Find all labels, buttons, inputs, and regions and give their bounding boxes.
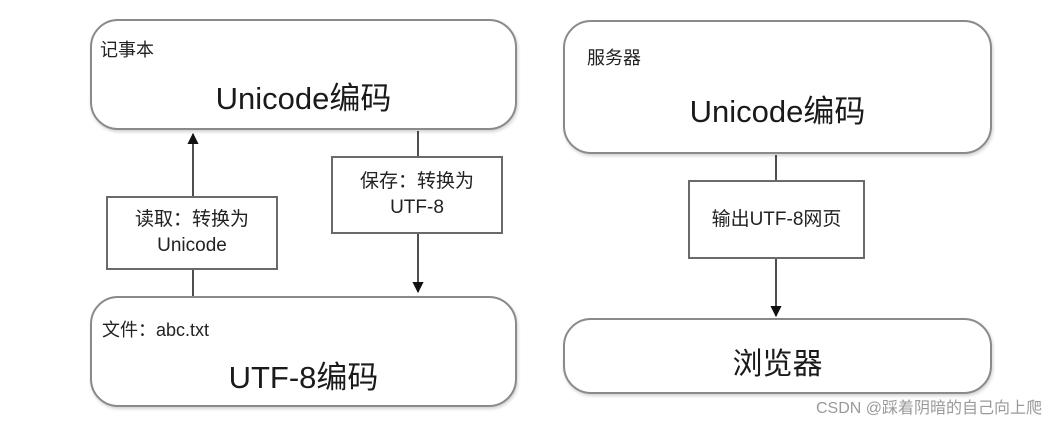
browser-title: 浏览器 (732, 348, 823, 381)
save-label-line1: 保存：转换为 (359, 171, 474, 192)
read-label-line2: Unicode (157, 235, 227, 256)
save-label-line2: UTF-8 (390, 197, 444, 218)
output-label: 输出UTF-8网页 (688, 180, 865, 259)
notepad-tag: 记事本 (100, 40, 154, 60)
server-encoding: Unicode编码 (689, 94, 866, 129)
server-tag: 服务器 (587, 48, 641, 68)
csdn-watermark: CSDN @踩着阴暗的自己向上爬 (815, 400, 1042, 417)
read-label-line1: 读取：转换为 (134, 209, 249, 230)
notepad-encoding: Unicode编码 (215, 81, 392, 116)
notepad-box: 记事本 Unicode编码 (90, 19, 517, 130)
browser-box: 浏览器 (563, 318, 992, 394)
save-label: 保存：转换为 UTF-8 (331, 156, 503, 234)
read-label: 读取：转换为 Unicode (106, 196, 278, 270)
file-encoding: UTF-8编码 (228, 360, 379, 395)
server-box: 服务器 Unicode编码 (563, 20, 992, 154)
file-tag: 文件：abc.txt (102, 320, 210, 340)
file-box: 文件：abc.txt UTF-8编码 (90, 296, 517, 407)
